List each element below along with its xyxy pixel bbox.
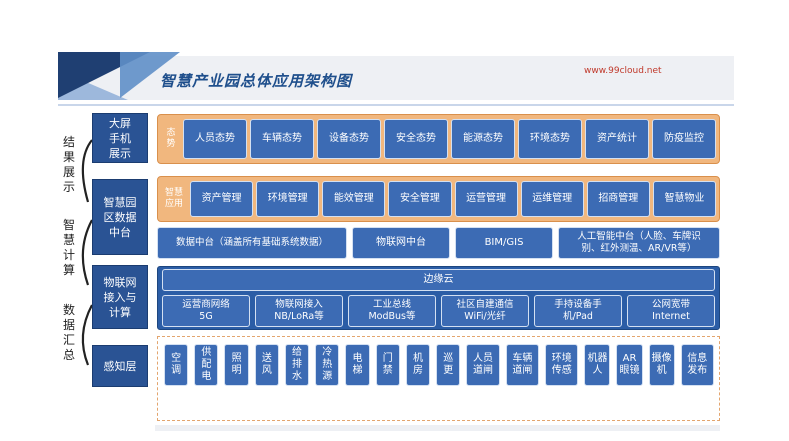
left-box-display-label: 大屏 手机 展示 [109, 116, 131, 160]
side-label-result: 结果展示 [62, 135, 75, 194]
row-application-items: 资产管理 环境管理 能效管理 安全管理 运营管理 运维管理 招商管理 智慧物业 [190, 181, 716, 217]
situation-item[interactable]: 防疫监控 [652, 119, 716, 159]
arc-result [81, 139, 93, 203]
sensor-item[interactable]: 空调 [164, 344, 189, 386]
network-item[interactable]: 工业总线 ModBus等 [348, 295, 436, 327]
situation-item[interactable]: 设备态势 [317, 119, 381, 159]
application-item[interactable]: 运维管理 [520, 181, 584, 217]
application-item[interactable]: 招商管理 [586, 181, 650, 217]
platform-ai[interactable]: 人工智能中台（人脸、车牌识 别、红外测温、AR/VR等） [558, 227, 720, 259]
row-situation-items: 人员态势 车辆态势 设备态势 安全态势 能源态势 环境态势 资产统计 防疫监控 [183, 119, 716, 159]
site-url: www.99cloud.net [584, 66, 662, 76]
sensor-item[interactable]: 给排水 [284, 344, 310, 386]
network-item[interactable]: 手持设备手 机/Pad [534, 295, 622, 327]
left-box-display: 大屏 手机 展示 [92, 113, 148, 163]
network-item[interactable]: 物联网接入 NB/LoRa等 [255, 295, 343, 327]
sensor-item[interactable]: 人员道闸 [466, 344, 500, 386]
application-item[interactable]: 环境管理 [256, 181, 320, 217]
left-box-data-platform: 智慧园 区数据 中台 [92, 179, 148, 255]
header-divider [58, 104, 734, 106]
sensor-item[interactable]: 机器人 [584, 344, 611, 386]
row-platforms: 数据中台（涵盖所有基础系统数据） 物联网中台 BIM/GIS 人工智能中台（人脸… [157, 227, 720, 259]
sensor-item[interactable]: 环境传感 [545, 344, 579, 386]
edge-cloud[interactable]: 边缘云 [162, 269, 715, 291]
sensor-item[interactable]: 供配电 [194, 344, 219, 386]
left-box-iot: 物联网 接入与 计算 [92, 265, 148, 329]
arc-collect [81, 304, 93, 366]
application-item[interactable]: 安全管理 [388, 181, 452, 217]
situation-item[interactable]: 能源态势 [451, 119, 515, 159]
row-application-tag: 智慧 应用 [164, 188, 183, 209]
platform-bim-gis[interactable]: BIM/GIS [455, 227, 553, 259]
application-item[interactable]: 运营管理 [454, 181, 518, 217]
sensor-item[interactable]: 信息发布 [680, 344, 714, 386]
sensor-item[interactable]: AR眼镜 [616, 344, 643, 386]
situation-item[interactable]: 车辆态势 [250, 119, 314, 159]
flow-arcs [81, 139, 93, 366]
situation-item[interactable]: 安全态势 [384, 119, 448, 159]
sensor-item[interactable]: 机房 [405, 344, 431, 386]
row-iot-items: 运营商网络 5G 物联网接入 NB/LoRa等 工业总线 ModBus等 社区自… [162, 295, 715, 327]
side-label-collect: 数据汇总 [62, 303, 75, 362]
situation-item[interactable]: 人员态势 [183, 119, 247, 159]
sensor-item[interactable]: 摄像机 [648, 344, 675, 386]
network-item[interactable]: 公网宽带 Internet [627, 295, 715, 327]
sensor-item[interactable]: 门禁 [375, 344, 400, 386]
sensor-item[interactable]: 照明 [224, 344, 249, 386]
sensing-items: 空调 供配电 照明 送风 给排水 冷热源 电梯 门禁 机房 巡更 人员道闸 车辆… [164, 344, 714, 386]
situation-item[interactable]: 环境态势 [518, 119, 582, 159]
bottom-shadow [155, 425, 720, 431]
network-item[interactable]: 运营商网络 5G [162, 295, 250, 327]
sensing-panel [157, 336, 720, 421]
left-box-data-platform-label: 智慧园 区数据 中台 [103, 195, 137, 239]
header-decoration-mid [120, 52, 180, 98]
sensor-item[interactable]: 冷热源 [315, 344, 340, 386]
left-box-iot-label: 物联网 接入与 计算 [103, 275, 137, 319]
page-title: 智慧产业园总体应用架构图 [160, 72, 353, 90]
sensor-item[interactable]: 车辆道闸 [505, 344, 540, 386]
platform-data[interactable]: 数据中台（涵盖所有基础系统数据） [157, 227, 347, 259]
arc-compute [81, 219, 93, 286]
left-box-sensing-label: 感知层 [103, 359, 137, 373]
sensor-item[interactable]: 送风 [254, 344, 279, 386]
sensor-item[interactable]: 电梯 [345, 344, 370, 386]
application-item[interactable]: 资产管理 [190, 181, 254, 217]
sensor-item[interactable]: 巡更 [436, 344, 461, 386]
row-situation-tag: 态 势 [166, 128, 176, 149]
situation-item[interactable]: 资产统计 [585, 119, 649, 159]
application-item[interactable]: 智慧物业 [652, 181, 716, 217]
application-item[interactable]: 能效管理 [322, 181, 386, 217]
side-label-compute: 智慧计算 [62, 218, 75, 277]
left-box-sensing: 感知层 [92, 345, 148, 387]
platform-iot[interactable]: 物联网中台 [352, 227, 450, 259]
network-item[interactable]: 社区自建通信 WiFi/光纤 [441, 295, 529, 327]
